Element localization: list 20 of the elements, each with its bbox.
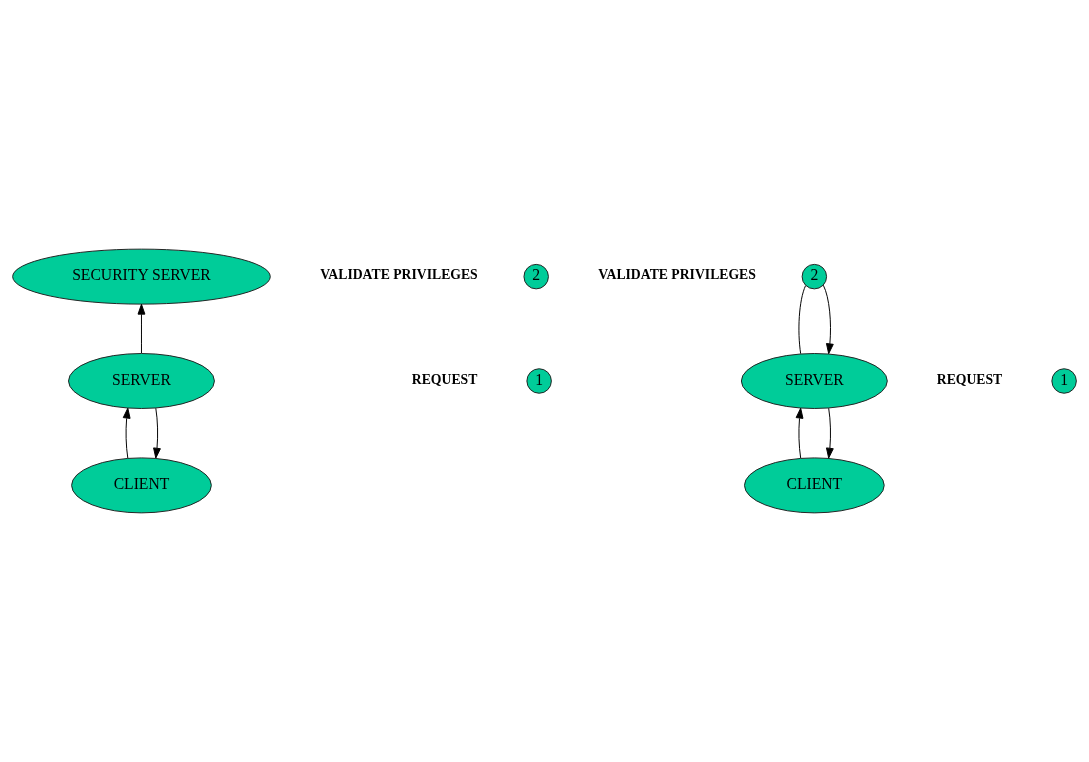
node-circle: 2 bbox=[801, 263, 828, 290]
arrow bbox=[822, 284, 834, 355]
node-ellipse: SECURITY SERVER bbox=[12, 248, 271, 305]
arrow bbox=[137, 303, 146, 354]
arrow bbox=[122, 407, 131, 459]
arrow bbox=[795, 407, 804, 459]
arrow bbox=[825, 407, 834, 459]
node-label: REQUEST bbox=[411, 371, 478, 387]
node-circle: 1 bbox=[1051, 368, 1077, 394]
node-circle: 2 bbox=[523, 263, 549, 290]
node-label: VALIDATE PRIVILEGES bbox=[320, 267, 478, 283]
node-ellipse: CLIENT bbox=[744, 457, 885, 514]
node-circle: 1 bbox=[526, 368, 552, 394]
connector bbox=[798, 285, 807, 355]
node-ellipse: CLIENT bbox=[71, 457, 212, 514]
node-label: VALIDATE PRIVILEGES bbox=[598, 267, 756, 283]
node-label: REQUEST bbox=[936, 371, 1003, 387]
arrow bbox=[153, 407, 161, 459]
node-ellipse: SERVER bbox=[740, 353, 888, 409]
node-ellipse: SERVER bbox=[68, 353, 215, 409]
